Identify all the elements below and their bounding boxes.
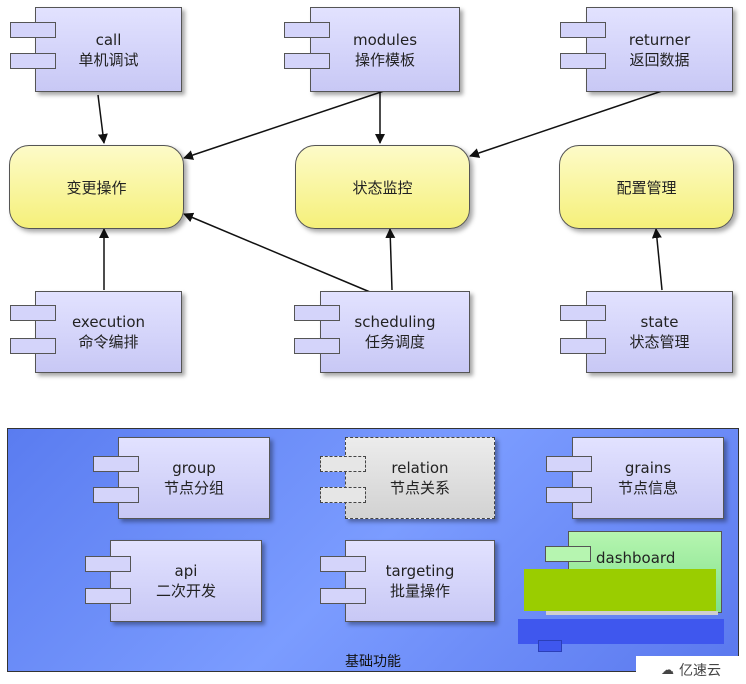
component-returner-subtitle: 返回数据 (629, 50, 690, 69)
component-scheduling-subtitle: 任务调度 (364, 333, 425, 351)
component-tab-icon (320, 588, 366, 604)
dashboard-title: dashboard (596, 549, 676, 567)
component-tab-icon (560, 53, 606, 69)
component-tab-icon (560, 338, 606, 354)
component-execution: execution 命令编排 (35, 291, 182, 373)
watermark: ☁ 亿速云 (636, 656, 746, 684)
arrow-call-to-change (97, 94, 108, 144)
component-relation-subtitle: 节点关系 (389, 479, 450, 497)
component-tab-icon (85, 556, 131, 572)
component-api: api 二次开发 (110, 540, 262, 622)
arrow-modules-to-change (183, 90, 385, 160)
state-change: 变更操作 (9, 145, 184, 229)
state-config-label: 配置管理 (616, 178, 677, 197)
watermark-icon: ☁ (661, 662, 674, 678)
arrow-scheduling-to-monitor (385, 228, 396, 291)
component-group-subtitle: 节点分组 (163, 479, 224, 497)
component-modules-subtitle: 操作模板 (354, 50, 415, 69)
component-tab-icon (10, 22, 56, 38)
component-tab-icon (284, 53, 330, 69)
component-targeting: targeting 批量操作 (345, 540, 495, 622)
watermark-text: 亿速云 (679, 663, 721, 679)
component-returner-title: returner (628, 30, 691, 49)
component-state-subtitle: 状态管理 (629, 333, 690, 351)
component-state-title: state (640, 313, 679, 331)
component-relation: relation 节点关系 (345, 437, 495, 519)
state-config: 配置管理 (559, 145, 734, 229)
component-tab-icon (294, 338, 340, 354)
state-monitor-label: 状态监控 (352, 178, 413, 197)
component-tab-icon (284, 22, 330, 38)
component-api-subtitle: 二次开发 (155, 582, 216, 600)
component-execution-subtitle: 命令编排 (78, 333, 139, 351)
component-tab-icon (560, 22, 606, 38)
component-tab-icon (560, 305, 606, 321)
component-modules: modules 操作模板 (310, 7, 460, 92)
component-call: call 单机调试 (35, 7, 182, 92)
component-tab-icon (320, 556, 366, 572)
arrow-returner-to-monitor (469, 90, 663, 158)
component-relation-title: relation (391, 459, 449, 477)
package-label: 基础功能 (345, 654, 401, 670)
component-tab-icon (10, 53, 56, 69)
component-modules-title: modules (352, 30, 418, 49)
component-tab-icon (538, 640, 562, 652)
component-grains-title: grains (624, 459, 672, 477)
component-tab-icon (545, 546, 591, 562)
component-tab-icon (294, 305, 340, 321)
component-state: state 状态管理 (586, 291, 733, 373)
component-targeting-subtitle: 批量操作 (389, 582, 450, 600)
dashboard-lime-bar (524, 569, 716, 611)
component-tab-icon (93, 456, 139, 472)
component-tab-icon (320, 456, 366, 472)
component-api-title: api (174, 562, 198, 580)
component-tab-icon (546, 487, 592, 503)
dashboard-grey-line (546, 611, 718, 615)
component-group: group 节点分组 (118, 437, 270, 519)
component-group-title: group (172, 459, 216, 477)
component-scheduling-title: scheduling (354, 313, 436, 331)
component-tab-icon (320, 487, 366, 503)
component-tab-icon (10, 338, 56, 354)
component-call-title: call (95, 30, 122, 49)
arrow-state-to-config (651, 228, 663, 291)
arrow-scheduling-to-change (183, 212, 371, 293)
component-returner: returner 返回数据 (586, 7, 733, 92)
dashboard-blue-bar (518, 619, 724, 644)
component-grains: grains 节点信息 (572, 437, 724, 519)
component-grains-subtitle: 节点信息 (617, 479, 678, 497)
component-targeting-title: targeting (385, 562, 455, 580)
component-tab-icon (10, 305, 56, 321)
component-tab-icon (546, 456, 592, 472)
state-monitor: 状态监控 (295, 145, 470, 229)
component-scheduling: scheduling 任务调度 (320, 291, 470, 373)
component-call-subtitle: 单机调试 (78, 50, 139, 69)
component-tab-icon (93, 487, 139, 503)
state-change-label: 变更操作 (66, 178, 127, 197)
component-tab-icon (85, 588, 131, 604)
component-execution-title: execution (71, 313, 146, 331)
